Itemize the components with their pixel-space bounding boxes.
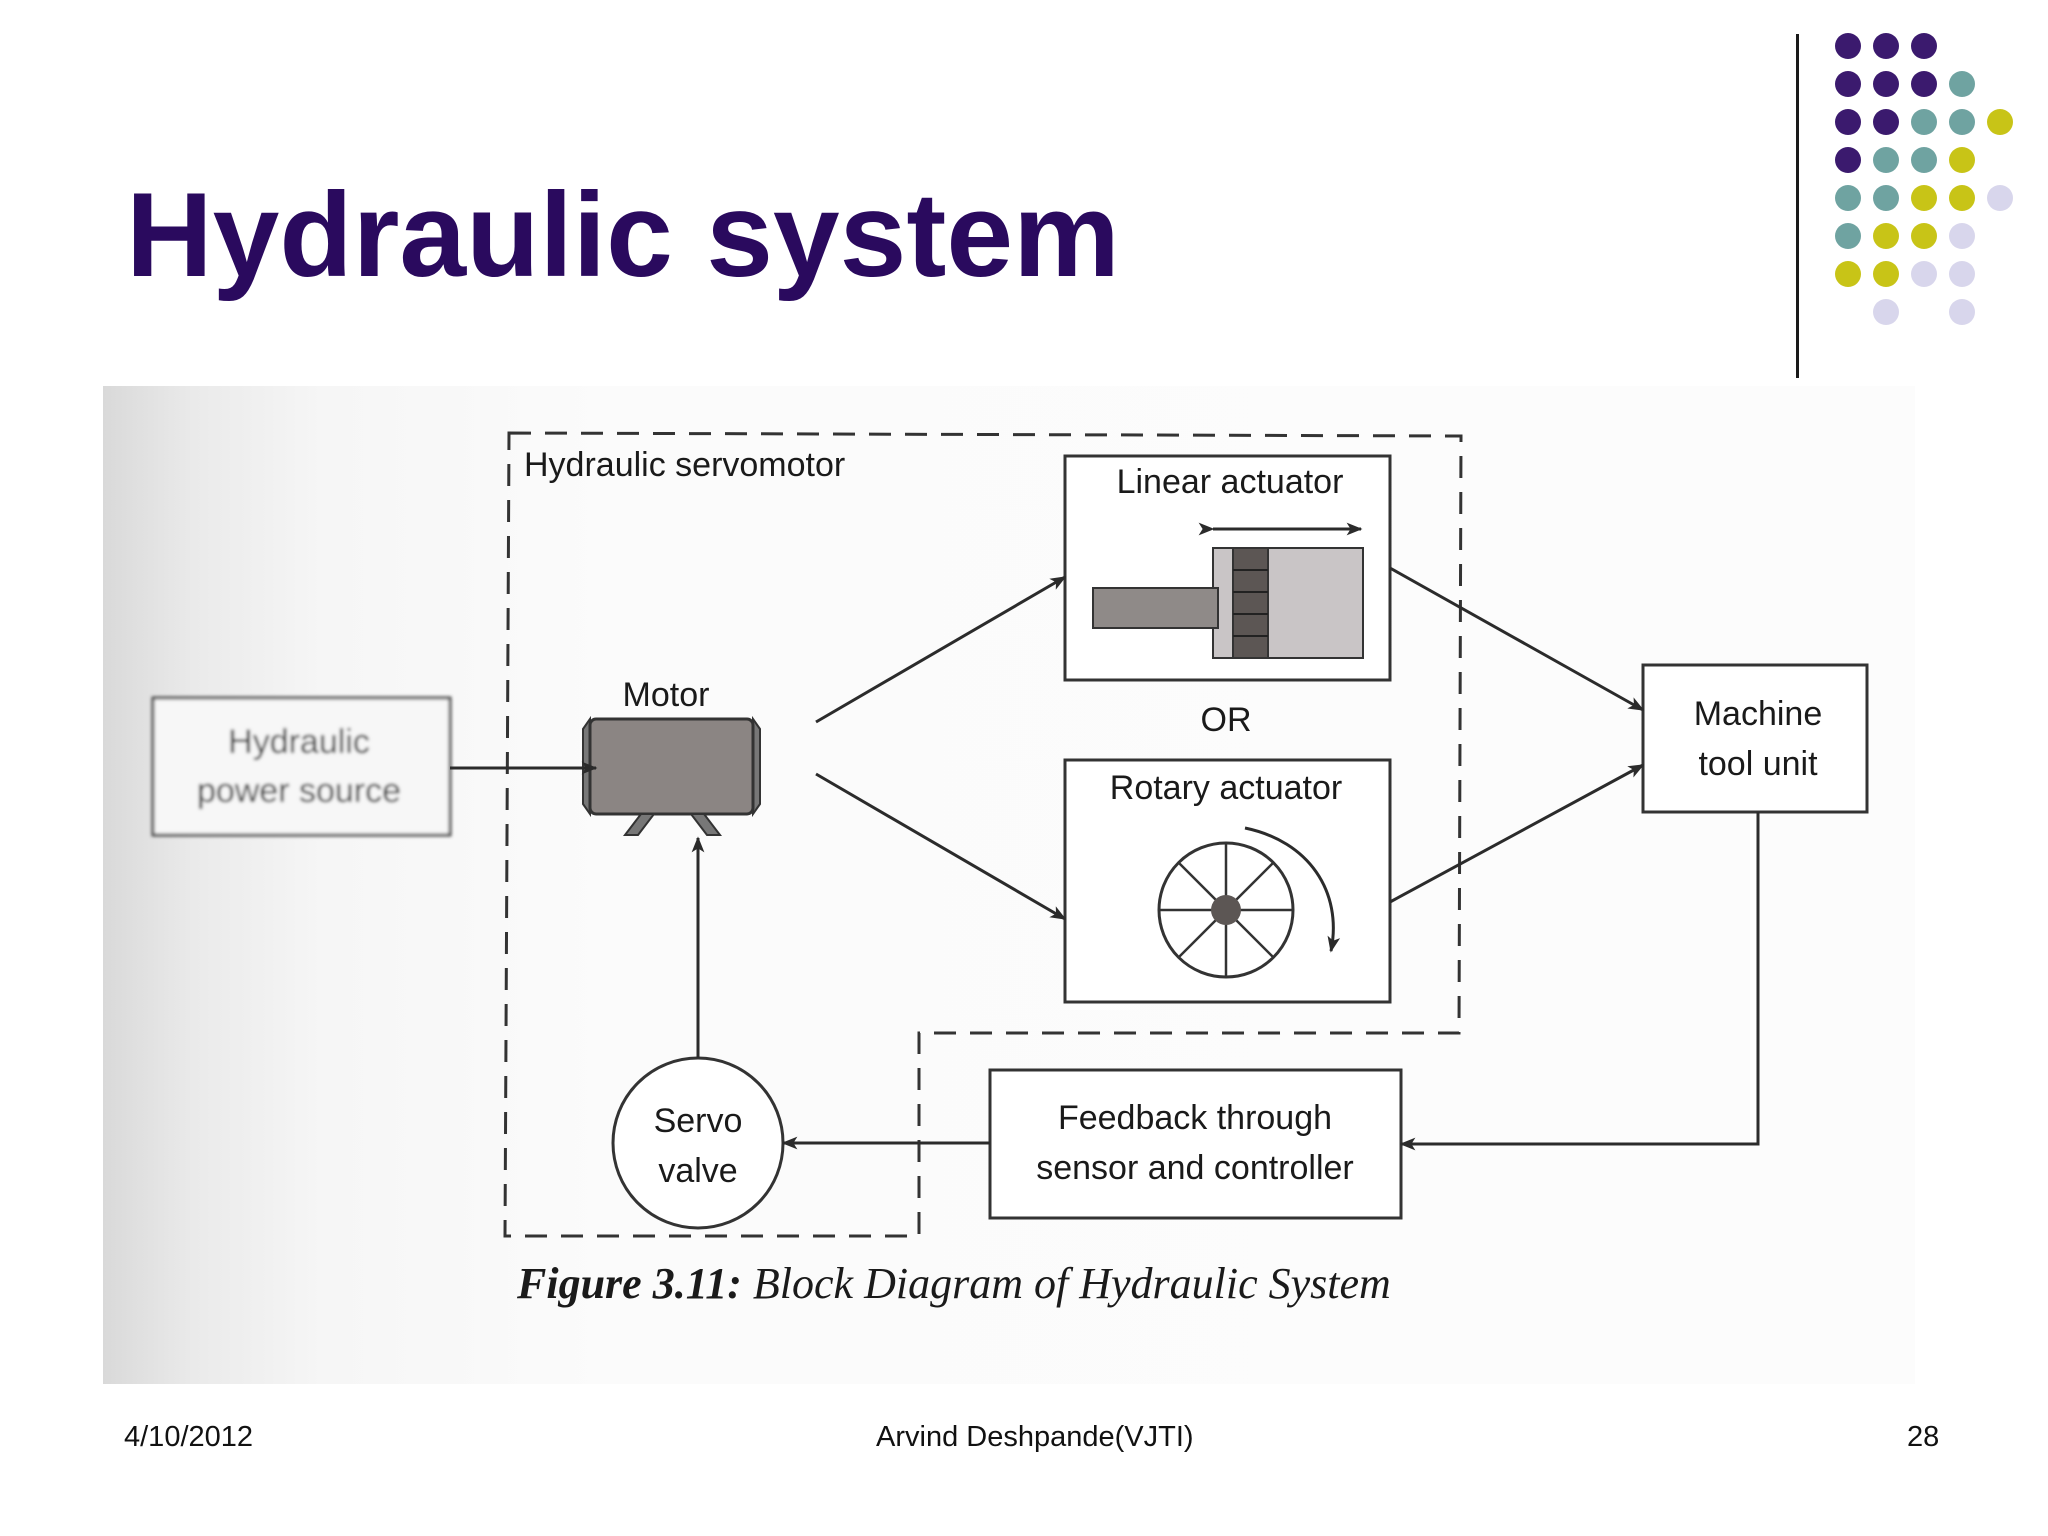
servo-valve-label-line2: valve (658, 1152, 737, 1190)
arrow-rotary-to-machine (1389, 763, 1645, 904)
rotary-actuator-label: Rotary actuator (1110, 769, 1342, 807)
decorative-dot (1873, 299, 1899, 325)
decorative-dot (1873, 71, 1899, 97)
block-diagram: Hydraulic servomotor Hydraulic power sou… (151, 431, 1869, 1308)
servomotor-group-border (503, 431, 1463, 1238)
machine-tool-label-line2: tool unit (1698, 745, 1818, 783)
decorative-dot (1911, 33, 1937, 59)
decorative-dot (1835, 33, 1861, 59)
decorative-dot (1835, 261, 1861, 287)
decorative-dot (1911, 109, 1937, 135)
decorative-dot (1911, 223, 1937, 249)
figure-caption-text: Block Diagram of Hydraulic System (753, 1259, 1391, 1308)
decorative-dot (1911, 185, 1937, 211)
motor-label: Motor (623, 676, 710, 714)
decorative-dot-grid (1835, 33, 2013, 325)
decorative-dot (1949, 109, 1975, 135)
motor-symbol (582, 715, 761, 836)
decorative-dot (1835, 185, 1861, 211)
decorative-dot (1949, 71, 1975, 97)
decorative-dot (1987, 109, 2013, 135)
decorative-dot (1911, 71, 1937, 97)
feedback-block (988, 1068, 1403, 1220)
decorative-dot (1835, 147, 1861, 173)
arrow-machine-to-feedback (1399, 812, 1760, 1151)
figure-caption: Figure 3.11: Block Diagram of Hydraulic … (516, 1259, 1391, 1308)
footer-date: 4/10/2012 (124, 1421, 254, 1453)
arrow-linear-to-machine (1389, 566, 1645, 712)
slide-title: Hydraulic system (126, 168, 1120, 302)
arrow-motor-to-rotary (815, 772, 1067, 921)
machine-tool-block (1641, 663, 1869, 814)
decorative-dot (1873, 33, 1899, 59)
figure-caption-number: Figure 3.11: (516, 1259, 742, 1308)
decorative-dot (1987, 185, 2013, 211)
decorative-dot (1873, 147, 1899, 173)
decorative-dot (1949, 223, 1975, 249)
decorative-dot (1949, 299, 1975, 325)
arrow-motor-to-linear (815, 575, 1067, 724)
power-source-label-line2: power source (197, 772, 401, 810)
rotation-arrow (1244, 826, 1341, 953)
servo-valve-label-line1: Servo (654, 1102, 743, 1140)
decorative-dot (1835, 109, 1861, 135)
divider-line (1796, 34, 1799, 378)
or-label: OR (1201, 701, 1252, 739)
rotary-wheel-symbol (1157, 841, 1295, 979)
feedback-label-line2: sensor and controller (1036, 1149, 1354, 1187)
servo-valve-block (611, 1056, 785, 1230)
decorative-dot (1911, 261, 1937, 287)
footer-author: Arvind Deshpande(VJTI) (876, 1421, 1194, 1453)
decorative-dot (1911, 147, 1937, 173)
feedback-label-line1: Feedback through (1058, 1099, 1332, 1137)
figure-photo: Hydraulic servomotor Hydraulic power sou… (103, 386, 1915, 1384)
decorative-dot (1873, 185, 1899, 211)
decorative-dot (1949, 147, 1975, 173)
decorative-dot (1949, 185, 1975, 211)
cylinder-symbol (1092, 547, 1364, 659)
decorative-dot (1835, 223, 1861, 249)
decorative-dot (1949, 261, 1975, 287)
decorative-dot (1873, 223, 1899, 249)
footer-page-number: 28 (1907, 1421, 1940, 1453)
decorative-dot (1835, 71, 1861, 97)
machine-tool-label-line1: Machine (1694, 695, 1823, 733)
servomotor-group-label: Hydraulic servomotor (524, 446, 845, 484)
linear-actuator-label: Linear actuator (1117, 463, 1344, 501)
decorative-dot (1873, 261, 1899, 287)
power-source-block: Hydraulic power source (151, 696, 452, 837)
power-source-label-line1: Hydraulic (228, 723, 370, 761)
decorative-dot (1873, 109, 1899, 135)
